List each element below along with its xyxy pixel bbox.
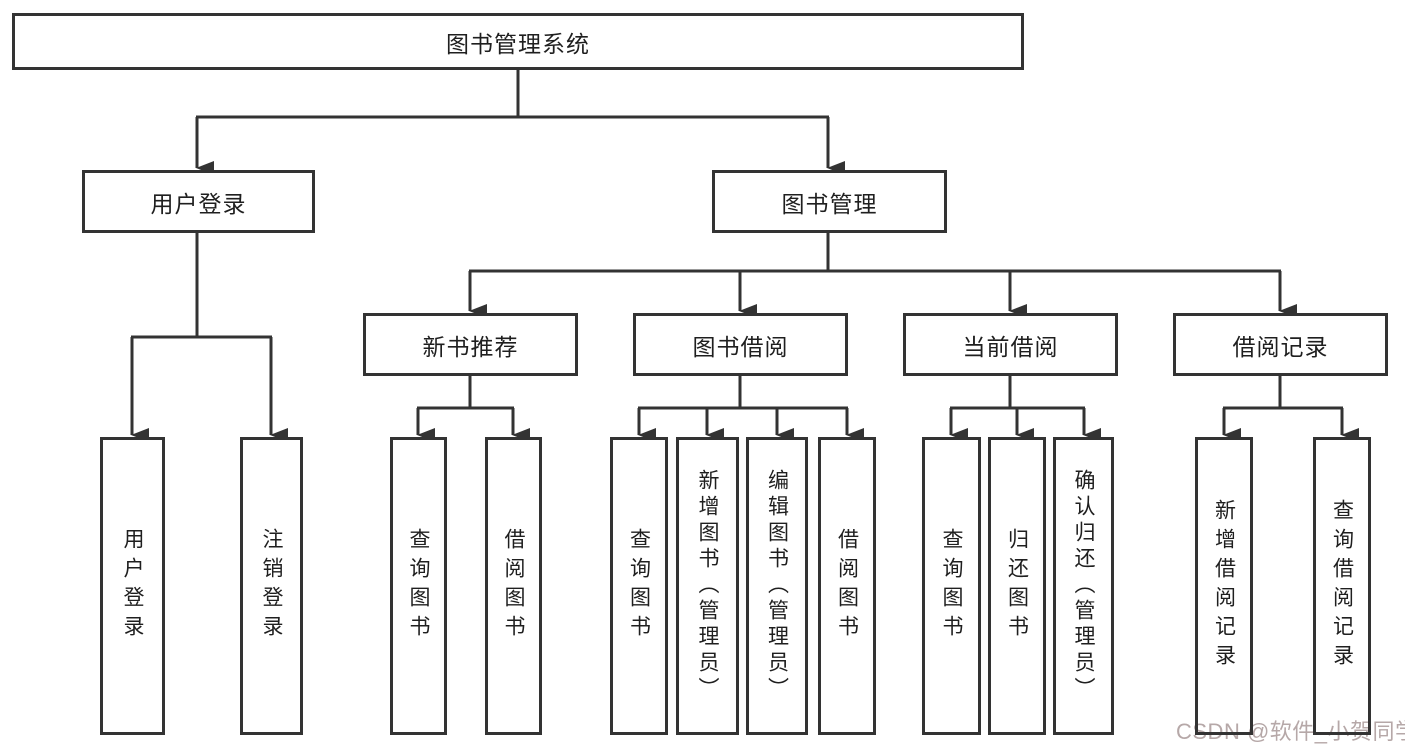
node-label: 查询图书 xyxy=(407,528,430,644)
leaf-return-book: 归还图书 xyxy=(988,437,1046,735)
leaf-add-book-admin: 新增图书（管理员） xyxy=(676,437,739,735)
node-label: 新增借阅记录 xyxy=(1212,499,1236,673)
leaf-edit-book-admin: 编辑图书（管理员） xyxy=(746,437,808,735)
node-label: 确认归还（管理员） xyxy=(1072,469,1095,703)
node-label: 借阅图书 xyxy=(502,528,525,644)
leaf-logout: 注销登录 xyxy=(240,437,303,735)
node-borrow-records: 借阅记录 xyxy=(1173,313,1388,376)
node-label: 当前借阅 xyxy=(962,333,1059,360)
node-label: 用户登录 xyxy=(121,528,144,644)
node-label: 注销登录 xyxy=(260,528,283,644)
leaf-query-borrow-record: 查询借阅记录 xyxy=(1313,437,1371,735)
node-book-borrow: 图书借阅 xyxy=(633,313,848,376)
node-label: 借阅图书 xyxy=(835,528,859,644)
node-root-library-system: 图书管理系统 xyxy=(12,13,1024,70)
leaf-user-login: 用户登录 xyxy=(100,437,165,735)
node-label: 图书借阅 xyxy=(692,333,789,360)
node-label: 查询图书 xyxy=(940,528,963,644)
node-label: 新增图书（管理员） xyxy=(696,469,719,703)
node-label: 图书管理系统 xyxy=(446,30,590,57)
node-new-book-recommend: 新书推荐 xyxy=(363,313,578,376)
leaf-confirm-return-admin: 确认归还（管理员） xyxy=(1053,437,1114,735)
node-label: 借阅记录 xyxy=(1232,333,1329,360)
leaf-add-borrow-record: 新增借阅记录 xyxy=(1195,437,1253,735)
node-label: 编辑图书（管理员） xyxy=(765,469,789,703)
leaf-borrow-books-1: 借阅图书 xyxy=(485,437,542,735)
node-book-management: 图书管理 xyxy=(712,170,947,233)
leaf-query-books-1: 查询图书 xyxy=(390,437,447,735)
node-label: 归还图书 xyxy=(1005,528,1029,644)
leaf-query-books-2: 查询图书 xyxy=(610,437,668,735)
leaf-query-books-3: 查询图书 xyxy=(922,437,981,735)
node-label: 查询图书 xyxy=(627,528,651,644)
node-label: 查询借阅记录 xyxy=(1330,499,1354,673)
node-label: 用户登录 xyxy=(150,190,247,217)
node-user-login: 用户登录 xyxy=(82,170,315,233)
node-current-borrow: 当前借阅 xyxy=(903,313,1118,376)
leaf-borrow-books-2: 借阅图书 xyxy=(818,437,876,735)
csdn-watermark: CSDN @软件_小贺同学 xyxy=(1176,719,1405,744)
node-label: 图书管理 xyxy=(781,190,878,217)
node-label: 新书推荐 xyxy=(422,333,519,360)
